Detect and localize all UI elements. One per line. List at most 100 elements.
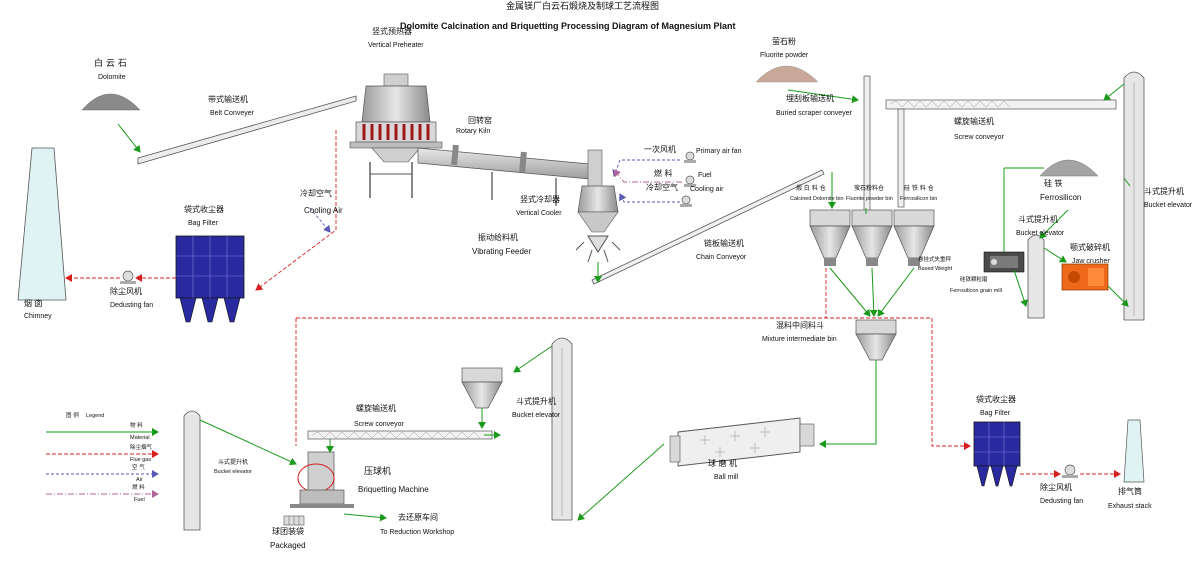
ferrosilicon-bin-cn: 硅 铁 料 仓: [904, 185, 934, 192]
rotary-kiln-en: Rotary Kiln: [456, 128, 491, 135]
air-lines: [309, 159, 680, 233]
belt-conveyor-en: Belt Conveyer: [210, 110, 254, 117]
fuel-en: Fuel: [698, 172, 712, 179]
chain-conveyor-cn: 链板输送机: [704, 239, 744, 248]
buried-scraper-cn: 埋刮板输送机: [786, 94, 834, 103]
legend-title-cn: 图 例: [66, 413, 79, 419]
screw-conveyor-top-en: Screw conveyor: [954, 134, 1004, 141]
dedusting-fan-right-cn: 除尘风机: [1040, 483, 1072, 492]
belt-conveyor: [137, 95, 357, 165]
title-cn: 金属镁厂白云石煅烧及制球工艺流程图: [506, 2, 660, 12]
mixture-bin: [855, 319, 897, 361]
fluorite-bin-en: Fluorite powder bin: [846, 196, 893, 202]
exhaust-stack-cn: 排气筒: [1118, 487, 1142, 496]
primary-air-fan-cn: 一次风机: [644, 145, 676, 154]
bag-filter-left: [175, 235, 245, 323]
legend-material-cn: 物 料: [130, 423, 143, 429]
ball-mill-cn: 球 磨 机: [708, 459, 738, 468]
screw-conveyor-bottom: [307, 430, 493, 440]
cooling-air-duct-cn: 冷却空气: [300, 189, 332, 198]
bag-filter-right: [973, 421, 1021, 487]
to-reduction-cn: 去还原车间: [398, 513, 438, 522]
chain-conveyor-en: Chain Conveyor: [696, 254, 747, 261]
vibrating-feeder-cn: 振动给料机: [478, 233, 518, 242]
legend-material-en: Material: [130, 435, 150, 441]
dolomite-cn: 白 云 石: [94, 59, 127, 69]
dedusting-fan-left: [120, 270, 136, 284]
ferro-grain-mill-cn: 硅铁颗粒磨: [960, 277, 988, 283]
jaw-crusher-en: Jaw crusher: [1072, 258, 1110, 265]
briquetting-machine-cn: 压球机: [364, 467, 392, 477]
title-en: Dolomite Calcination and Briquetting Pro…: [400, 21, 736, 31]
dedusting-fan-left-en: Dedusting fan: [110, 302, 154, 309]
fluorite-powder-en: Fluorite powder: [760, 52, 809, 59]
packaged-briquettes: [283, 515, 305, 526]
ferrosilicon-en: Ferrosilicon: [1040, 193, 1082, 202]
mixture-bin-cn: 混料中间料斗: [776, 321, 824, 330]
bucket-elevator-mid: [1027, 234, 1045, 319]
vertical-cooler-cn: 竖式冷却器: [520, 195, 560, 204]
bucket-elevator-right-cn: 斗式提升机: [1144, 187, 1184, 196]
legend: [46, 428, 159, 498]
based-weight-cn: 悬挂式失重秤: [918, 257, 952, 263]
ferrosilicon-bin-en: Ferrosilicon bin: [900, 196, 938, 202]
chimney-stack: [17, 147, 67, 301]
legend-title-en: Legend: [86, 413, 105, 419]
material-flow-lines: [117, 83, 1131, 522]
to-reduction-en: To Reduction Workshop: [380, 529, 455, 536]
calcined-bin-cn: 煅 白 料 仓: [796, 185, 826, 192]
dolomite-en: Dolomite: [98, 74, 126, 81]
bag-filter-left-en: Bag Filter: [188, 220, 218, 227]
legend-fuel-cn: 燃 料: [132, 485, 145, 491]
chain-conveyor: [591, 169, 825, 285]
bucket-elevator-right-en: Bucket elevator: [1144, 202, 1193, 209]
legend-air-cn: 空 气: [132, 465, 145, 471]
bucket-elevator-left-cn: 斗式提升机: [218, 459, 249, 466]
rotary-kiln: [417, 144, 601, 206]
bag-filter-right-en: Bag Filter: [980, 410, 1010, 417]
ball-mill: [669, 417, 815, 467]
vibrating-feeder-en: Vibrating Feeder: [472, 247, 531, 256]
jaw-crusher-cn: 颚式破碎机: [1070, 243, 1110, 252]
ferrosilicon-grain-mill: [983, 251, 1025, 273]
screw-conveyor-top: [885, 99, 1117, 208]
bucket-elevator-mid-en: Bucket elevator: [1016, 230, 1065, 237]
chimney-cn: 烟 囱: [24, 299, 43, 308]
belt-conveyor-cn: 带式输送机: [208, 95, 248, 104]
legend-fuel-en: Fuel: [134, 497, 145, 503]
fluorite-bin-cn: 萤石粉料仓: [854, 185, 885, 192]
primary-air-fan-en: Primary air fan: [696, 148, 742, 155]
vertical-cooler-en: Vertical Cooler: [516, 210, 562, 217]
calcined-bin-en: Calcined Dolomite bin: [790, 196, 844, 202]
bucket-elevator-right: [1123, 71, 1145, 321]
dedusting-fan-right: [1062, 464, 1078, 478]
screw-conveyor-bottom-cn: 螺旋输送机: [356, 404, 396, 413]
storage-bins: [809, 209, 935, 266]
bucket-elevator-left: [183, 410, 201, 531]
mixture-bin-en: Mixture intermediate bin: [762, 336, 837, 343]
primary-air-fan: [684, 151, 696, 163]
bag-filter-right-cn: 袋式收尘器: [976, 395, 1016, 404]
fuel-pump: [684, 175, 696, 187]
ferrosilicon-cn: 硅 铁: [1044, 179, 1063, 188]
bag-filter-left-cn: 袋式收尘器: [184, 205, 224, 214]
packaged-en: Packaged: [270, 541, 306, 550]
cooling-air-fan-en: Cooling air: [690, 186, 724, 193]
vertical-preheater-en: Vertical Preheater: [368, 42, 424, 49]
rotary-kiln-cn: 回转窑: [468, 116, 492, 125]
bucket-elevator-left-en: Bucket elevator: [214, 469, 252, 475]
exhaust-stack: [1123, 419, 1145, 483]
ball-mill-en: Ball mill: [714, 474, 739, 481]
based-weight-en: Based Weight: [918, 266, 953, 272]
exhaust-stack-en: Exhaust stack: [1108, 503, 1152, 510]
dolomite-pile: [81, 93, 141, 111]
dedusting-fan-right-en: Dedusting fan: [1040, 498, 1084, 505]
vertical-preheater: [349, 73, 443, 198]
bucket-elevator-center-cn: 斗式提升机: [516, 397, 556, 406]
ferrosilicon-pile: [1039, 159, 1099, 177]
cooling-air-fan-cn: 冷却空气: [646, 183, 678, 192]
packaged-cn: 球团装袋: [272, 527, 304, 536]
fuel-cn: 燃 料: [654, 169, 673, 178]
cooling-air-duct-en: Cooling Air: [304, 206, 343, 215]
